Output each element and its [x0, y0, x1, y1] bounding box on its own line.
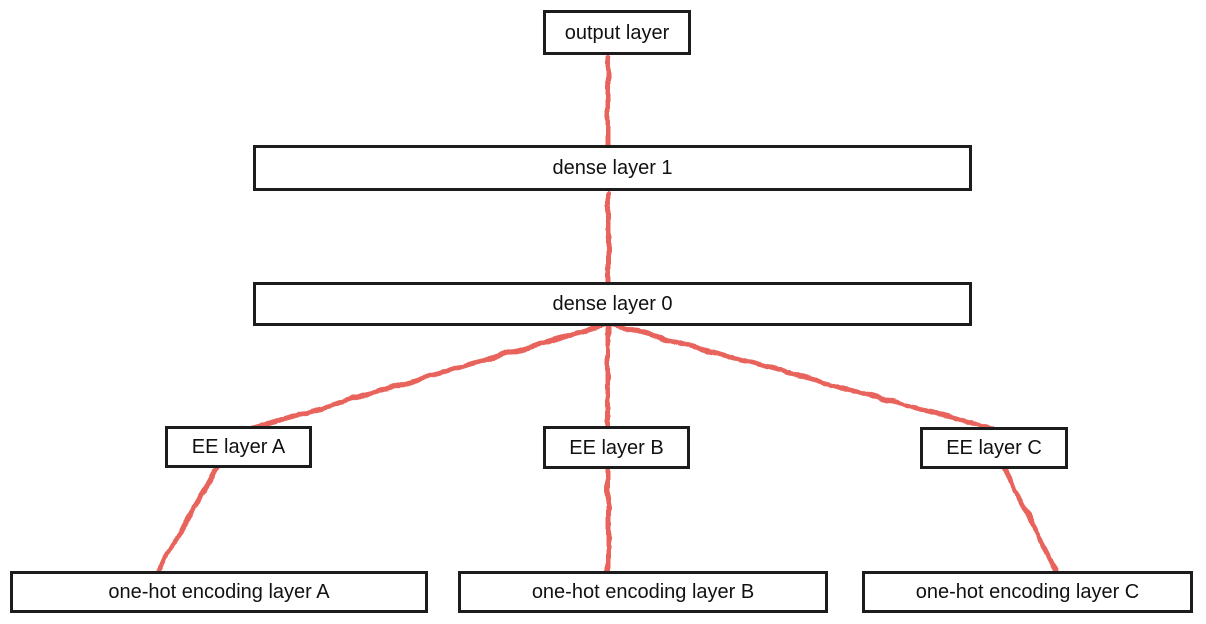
- edge-eeC-onehotC: [1000, 464, 1060, 576]
- node-ee-layer-c: EE layer C: [920, 427, 1068, 469]
- node-dense-layer-1: dense layer 1: [253, 145, 972, 191]
- node-output-layer: output layer: [543, 10, 691, 55]
- edge-eeA-onehotA: [154, 463, 221, 576]
- node-dense-layer-0: dense layer 0: [253, 282, 972, 326]
- node-one-hot-encoding-layer-b: one-hot encoding layer B: [458, 571, 828, 613]
- edge-dense0-eeC: [607, 321, 996, 432]
- node-ee-layer-a: EE layer A: [165, 426, 312, 468]
- node-one-hot-encoding-layer-c: one-hot encoding layer C: [862, 571, 1193, 613]
- edge-dense0-eeA: [250, 321, 611, 431]
- node-one-hot-encoding-layer-a: one-hot encoding layer A: [10, 571, 428, 613]
- node-ee-layer-b: EE layer B: [543, 426, 690, 469]
